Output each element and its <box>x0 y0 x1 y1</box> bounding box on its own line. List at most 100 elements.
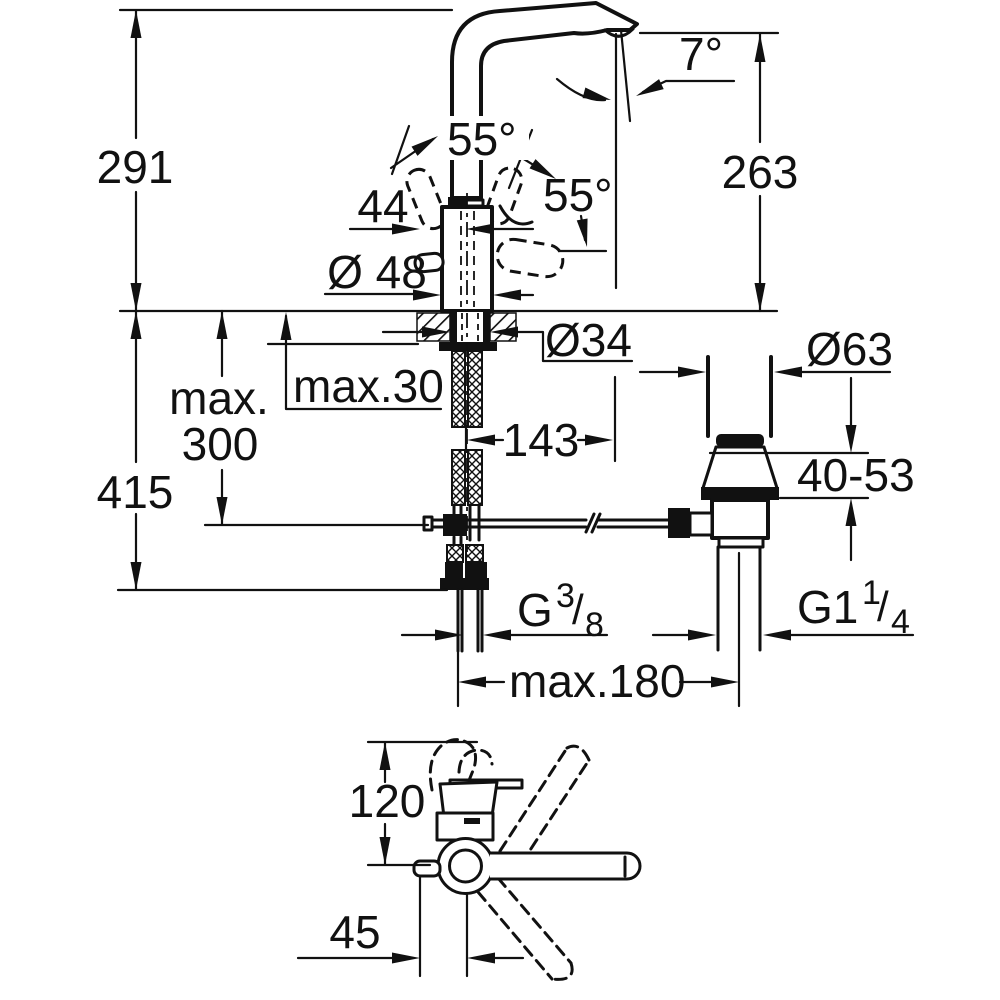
body-top-tick <box>464 818 480 824</box>
arrow-4053-bottom <box>845 498 857 526</box>
dim-dia34: Ø34 <box>545 314 632 366</box>
spout-swing-up <box>498 744 591 866</box>
arrow-44-left <box>392 223 420 235</box>
dimension-lines <box>116 8 915 708</box>
rod-end-cap <box>422 515 434 532</box>
arrow-143-left <box>467 434 495 446</box>
arrow-45-left <box>392 952 420 964</box>
arrow-g38-left <box>435 629 463 641</box>
fitting-base-left <box>440 578 463 590</box>
hose-left-upper <box>451 350 466 428</box>
base-circle-inner <box>448 848 483 884</box>
front-dimensions <box>116 8 915 708</box>
waste-side-nut <box>688 511 714 537</box>
arrow-4053-top <box>845 425 857 453</box>
body-top <box>435 811 495 842</box>
arrow-120-top <box>379 742 391 770</box>
arrow-d63-right <box>774 366 802 378</box>
arrow-max180-right <box>711 676 739 688</box>
arrow-g114-left <box>688 629 716 641</box>
waste-pipe-top <box>706 355 773 438</box>
arrow-44-right <box>466 223 494 235</box>
arrow-g114-right <box>763 629 791 641</box>
thread-g114-base: G1 <box>797 581 858 633</box>
waste-body <box>710 498 770 540</box>
supply-tails <box>456 588 484 653</box>
hose-left-lower <box>451 449 466 506</box>
fitting-braid-right <box>465 544 484 563</box>
arrow-max180-left <box>458 676 486 688</box>
dim-dia48: Ø 48 <box>327 246 427 298</box>
spout-swing-down <box>476 876 574 981</box>
arrow-7deg-leader <box>636 79 664 96</box>
arrow-g38-right <box>483 629 511 641</box>
dim-44: 44 <box>357 180 408 232</box>
arrow-55-swing-leader <box>576 218 588 247</box>
arrow-max300-top <box>216 311 228 339</box>
shank-thread-right <box>483 311 490 342</box>
thread-g38-denominator: 8 <box>585 606 604 644</box>
shank-thread-left <box>450 311 457 342</box>
lever-raised-right <box>484 166 524 226</box>
dim-dia63: Ø63 <box>806 323 893 375</box>
dim-max300-line2: 300 <box>182 418 259 470</box>
arrow-d34-left <box>422 326 450 338</box>
dim-415: 415 <box>97 466 174 518</box>
thread-g38-numerator: 3 <box>556 577 575 615</box>
dim-263: 263 <box>722 146 799 198</box>
arrow-d48-right <box>493 289 521 301</box>
dim-max180: max.180 <box>509 655 685 707</box>
spout-top-view <box>490 851 642 881</box>
lever-nub <box>413 251 445 274</box>
arrow-max300-bottom <box>216 497 228 525</box>
arrow-415-top <box>130 311 142 339</box>
arrow-263-top <box>754 34 766 62</box>
arrow-55-right-leader <box>529 159 556 179</box>
thread-g114-slash: / <box>877 583 889 630</box>
dim-291: 291 <box>97 141 174 193</box>
arrow-d63-left <box>678 366 706 378</box>
thread-g114-numerator: 1 <box>862 574 881 612</box>
thread-g38-slash: / <box>572 586 584 633</box>
arrow-143-right <box>585 434 613 446</box>
label-bg-55-left <box>441 116 529 160</box>
shank-dashes <box>461 313 479 341</box>
hose-right-lower <box>467 449 483 506</box>
arrow-291-top <box>130 10 142 38</box>
body-inner-lines <box>460 211 475 307</box>
dim-max30: max.30 <box>293 360 444 412</box>
pop-up-rod <box>426 512 672 534</box>
counter-hatch-right <box>489 312 517 342</box>
rod-coupling <box>443 514 467 536</box>
dim-40-53: 40-53 <box>797 449 915 501</box>
fitting-nut-right <box>465 562 487 579</box>
arrow-7deg-arc <box>582 87 611 100</box>
front-view <box>118 1 779 653</box>
arrow-55-left-leader <box>411 136 438 156</box>
mounting-washer <box>439 342 497 351</box>
dim-45: 45 <box>329 906 380 958</box>
waste-plug <box>716 434 764 447</box>
arrow-415-bottom <box>130 562 142 590</box>
dim-55deg-right: 55° <box>543 169 613 221</box>
lever-arc-detail <box>498 204 534 226</box>
dim-55deg-left: 55° <box>447 113 517 165</box>
dim-max300-line1: max. <box>169 372 269 424</box>
arrow-263-bottom <box>754 283 766 311</box>
arrow-d34-right <box>490 326 518 338</box>
fitting-braid-left <box>446 544 464 563</box>
thread-g114-denominator: 4 <box>891 603 910 641</box>
top-view <box>412 738 642 981</box>
dimension-labels: 291 263 7° 55° 55° 44 Ø 48 Ø34 max.30 ma… <box>97 28 915 958</box>
thread-g38-base: G <box>517 584 553 636</box>
counter-hatch-left <box>416 312 451 342</box>
waste-side-fitting <box>668 508 690 538</box>
spout-outline <box>450 1 639 200</box>
arrow-291-bottom <box>130 283 142 311</box>
hose-right-upper <box>467 350 483 428</box>
fitting-nut-left <box>445 562 463 579</box>
waste-collar <box>717 536 765 549</box>
lever-raised-left <box>405 167 447 231</box>
